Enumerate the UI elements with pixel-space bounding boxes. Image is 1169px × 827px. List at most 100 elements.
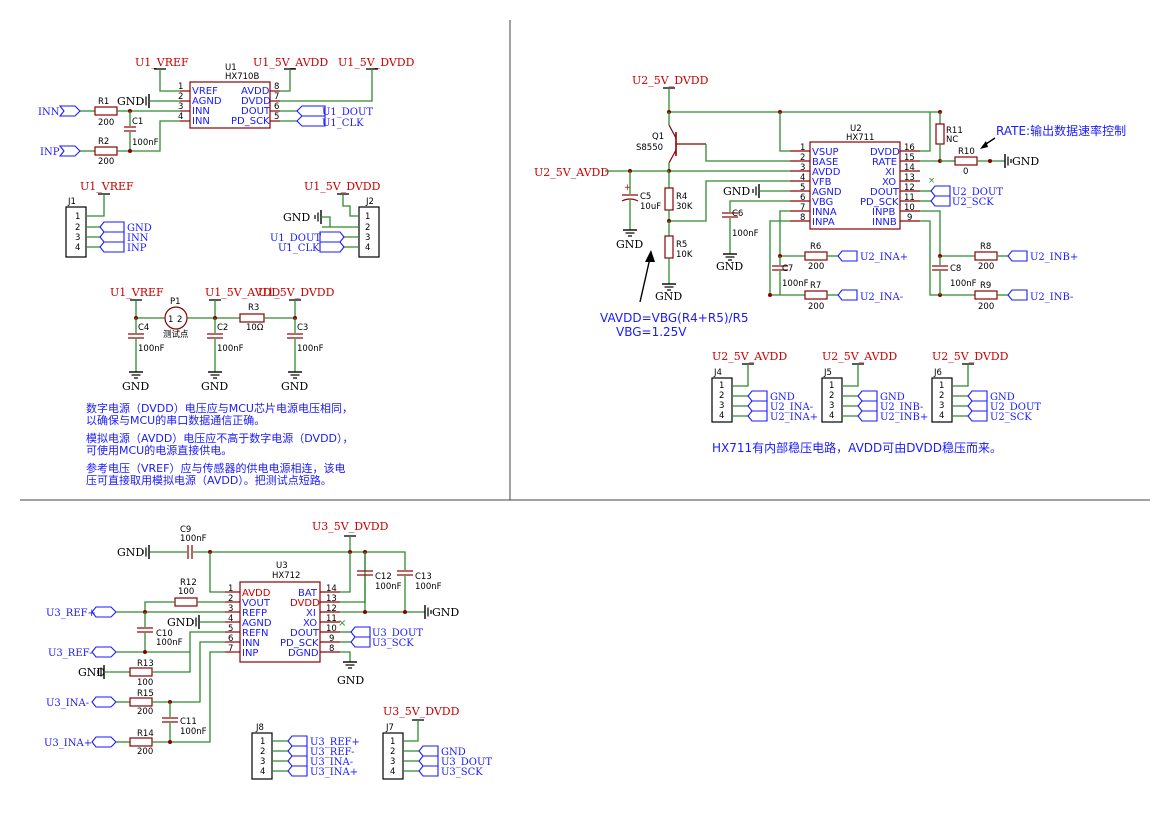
svg-text:R3: R3 — [248, 303, 259, 313]
svg-text:4: 4 — [75, 243, 80, 253]
svg-text:U2_5V_AVDD: U2_5V_AVDD — [534, 166, 609, 179]
u1-ref: U1 — [225, 63, 237, 73]
svg-text:200: 200 — [808, 262, 824, 272]
port-u2-inb-minus: U2_INB- — [1007, 289, 1073, 303]
svg-text:U2_INB+: U2_INB+ — [1030, 252, 1078, 263]
svg-text:R9: R9 — [980, 281, 991, 291]
svg-text:U2_INA+: U2_INA+ — [770, 412, 818, 423]
svg-text:2: 2 — [228, 594, 233, 604]
svg-text:3: 3 — [75, 233, 80, 243]
port-u3-ina-plus: U3_INA+ — [44, 738, 92, 749]
svg-text:4: 4 — [365, 243, 370, 253]
svg-text:DVDD: DVDD — [290, 598, 320, 609]
svg-text:AGND: AGND — [242, 618, 272, 629]
svg-text:200: 200 — [978, 302, 994, 312]
svg-text:U2_INB+: U2_INB+ — [880, 412, 928, 423]
svg-text:GND: GND — [616, 238, 643, 251]
r15-resistor — [129, 697, 153, 707]
j2-connector — [358, 206, 380, 258]
svg-text:U2_5V_AVDD: U2_5V_AVDD — [712, 350, 787, 363]
svg-text:200: 200 — [808, 302, 824, 312]
svg-text:INN: INN — [192, 106, 210, 117]
svg-text:×: × — [338, 618, 346, 629]
svg-text:U2_5V_AVDD: U2_5V_AVDD — [822, 350, 897, 363]
svg-text:VBG: VBG — [812, 197, 833, 208]
svg-text:U1_CLK: U1_CLK — [322, 118, 364, 129]
svg-text:R4: R4 — [676, 192, 687, 202]
svg-text:U2: U2 — [850, 124, 862, 134]
svg-text:100nF: 100nF — [732, 229, 759, 239]
j7-connector — [382, 732, 404, 780]
svg-text:4: 4 — [228, 614, 233, 624]
svg-text:U3_REF+: U3_REF+ — [310, 737, 360, 748]
port-u3-ref-minus: U3_REF- — [48, 648, 93, 659]
svg-text:11: 11 — [904, 193, 915, 203]
u2-right-pins: 16 15 14 13 12 11 10 9 DVDD RATE XI XO D… — [860, 143, 920, 228]
svg-text:12: 12 — [904, 183, 915, 193]
svg-text:GND: GND — [117, 95, 144, 108]
note-line: 压可直接取用模拟电源（AVDD）。把测试点短路。 — [86, 473, 332, 487]
svg-text:C6: C6 — [732, 209, 743, 219]
svg-text:R12: R12 — [180, 578, 197, 588]
r2-resistor — [94, 146, 118, 156]
svg-text:100nF: 100nF — [297, 344, 324, 354]
note-line: 数字电源（DVDD）电压应与MCU芯片电源电压相同， — [86, 401, 353, 415]
svg-text:100nF: 100nF — [132, 138, 159, 148]
svg-text:J7: J7 — [385, 723, 394, 733]
svg-text:GND: GND — [201, 380, 228, 393]
svg-text:100nF: 100nF — [950, 279, 977, 289]
svg-text:100nF: 100nF — [156, 638, 183, 648]
port-u3-ina-minus: U3_INA- — [46, 698, 89, 709]
svg-text:J2: J2 — [365, 197, 374, 207]
svg-text:U2_5V_DVDD: U2_5V_DVDD — [632, 74, 709, 87]
svg-text:2: 2 — [829, 391, 834, 401]
svg-text:DVDD: DVDD — [241, 96, 271, 107]
svg-text:R11: R11 — [946, 126, 963, 136]
svg-text:C13: C13 — [415, 572, 432, 582]
svg-text:C12: C12 — [375, 572, 392, 582]
svg-text:REFN: REFN — [242, 628, 269, 639]
svg-text:J1: J1 — [67, 197, 76, 207]
u1-right-pins: 8 7 6 5 AVDD DVDD DOUT PD_SCK — [231, 82, 280, 127]
svg-text:30K: 30K — [676, 202, 693, 212]
svg-text:1: 1 — [75, 212, 80, 222]
svg-text:200: 200 — [137, 707, 153, 717]
svg-text:VOUT: VOUT — [242, 598, 271, 609]
svg-text:100nF: 100nF — [782, 279, 809, 289]
svg-text:+: + — [624, 183, 631, 193]
u2-chip — [809, 141, 901, 230]
svg-text:P1: P1 — [170, 297, 181, 307]
svg-text:J8: J8 — [255, 723, 264, 733]
svg-text:2: 2 — [260, 747, 265, 757]
svg-text:R6: R6 — [810, 242, 821, 252]
r10-resistor — [954, 156, 978, 166]
svg-text:R14: R14 — [137, 729, 154, 739]
svg-text:U2_INB-: U2_INB- — [1030, 292, 1073, 303]
svg-text:U2_DOUT: U2_DOUT — [952, 187, 1003, 198]
svg-text:4: 4 — [390, 767, 395, 777]
svg-text:U1_CLK: U1_CLK — [278, 243, 320, 254]
svg-text:DOUT: DOUT — [241, 106, 271, 117]
svg-text:2: 2 — [939, 391, 944, 401]
note-line: 可使用MCU的电源直接供电。 — [86, 443, 232, 457]
u1-part: HX710B — [225, 72, 259, 82]
port-u3-dout: U3_DOUT — [372, 628, 423, 639]
svg-text:INPA: INPA — [812, 217, 835, 228]
svg-text:XI: XI — [306, 608, 316, 619]
port-u2-ina-minus: U2_INA- — [837, 289, 903, 303]
svg-text:Q1: Q1 — [652, 132, 664, 142]
svg-text:U2_INA-: U2_INA- — [770, 402, 813, 413]
svg-text:GND: GND — [716, 260, 743, 273]
svg-text:INN: INN — [127, 233, 149, 244]
svg-text:XO: XO — [882, 177, 896, 188]
note-line: 参考电压（VREF）应与传感器的供电电源相连，该电 — [86, 461, 345, 475]
svg-text:INN: INN — [242, 638, 260, 649]
svg-text:3: 3 — [228, 604, 233, 614]
svg-text:1: 1 — [260, 737, 265, 747]
svg-text:HX712: HX712 — [272, 571, 300, 581]
svg-text:100nF: 100nF — [180, 534, 207, 544]
svg-text:R7: R7 — [810, 281, 821, 291]
u1-chip — [189, 81, 271, 129]
j4-connector — [711, 377, 733, 423]
svg-text:U2_INB-: U2_INB- — [880, 402, 923, 413]
